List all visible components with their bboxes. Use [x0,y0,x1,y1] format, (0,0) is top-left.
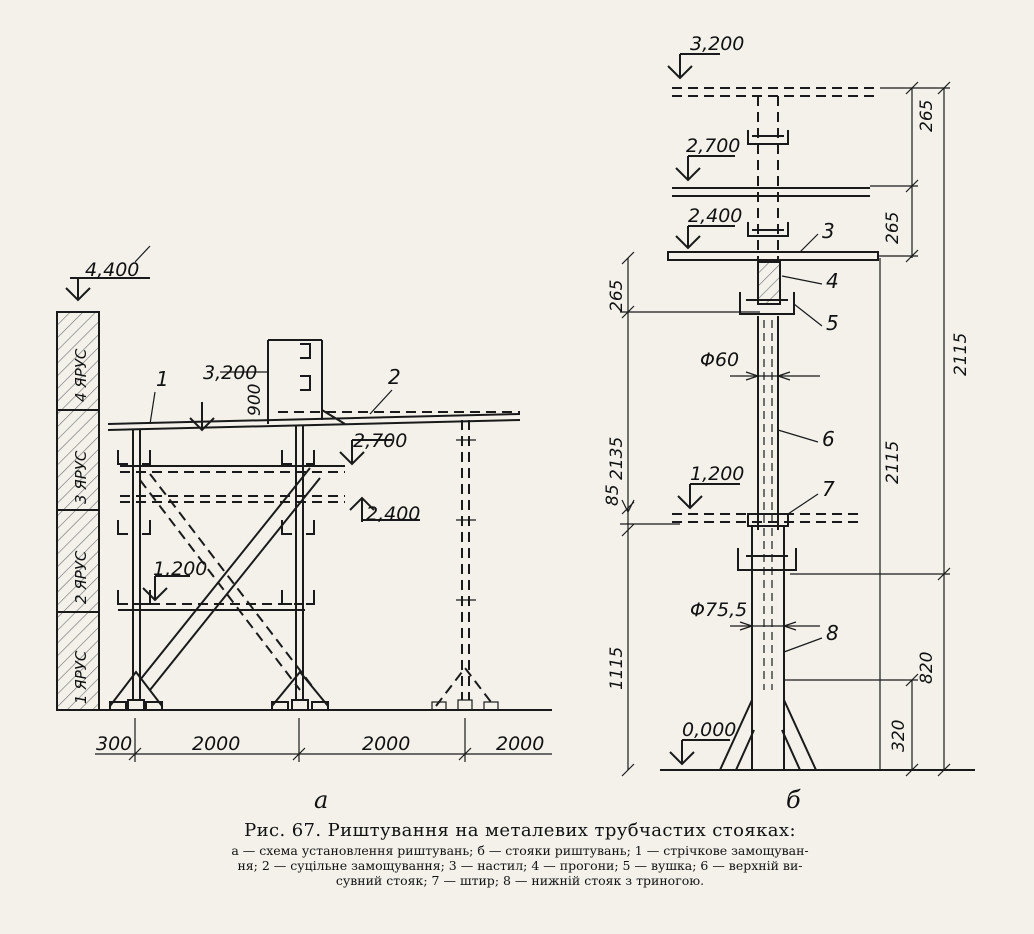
dim-2135: 2135 [607,437,627,480]
level-1200-a: 1,200 [153,558,207,580]
rail-height: 900 [245,384,265,416]
callout-1: 1 [156,367,169,391]
post-2 [271,425,329,711]
figure-label-a: а [314,786,328,814]
caption-legend-line: а — схема установлення риштувань; б — ст… [231,843,809,858]
callout-4: 4 [826,269,839,293]
level-3200-a: 3,200 [203,362,257,384]
level-3200-b: 3,200 [690,33,744,55]
scheme-b [620,53,975,777]
dim-320: 320 [889,720,909,752]
level-2700-a: 2,700 [353,430,407,452]
purlin [757,261,781,305]
caption-legend-line: сувний стояк; 7 — штир; 8 — нижній стояк… [335,873,705,888]
spacing-2000-1: 2000 [192,733,240,755]
dim-85: 85 [603,484,623,506]
deck-board [667,251,879,261]
figure-label-b: б [786,786,801,814]
level-4400: 4,400 [85,259,139,281]
tier-3: 3 ЯРУС [72,450,90,504]
tier-2: 2 ЯРУС [72,550,90,604]
post-3-dashed [431,420,499,711]
callout-3: 3 [822,219,835,243]
caption-legend-line: ня; 2 — суцільне замощування; 3 — настил… [237,858,803,873]
spacing-2000-2: 2000 [362,733,410,755]
dim-1115: 1115 [607,647,627,690]
dim-265-r2: 265 [883,212,903,244]
dim-2115-inner: 2115 [883,441,903,484]
dim-265-left: 265 [607,280,627,312]
spacing-300: 300 [96,733,132,755]
level-2400-b: 2,400 [688,205,742,227]
callout-5: 5 [826,311,839,335]
tier-1: 1 ЯРУС [72,650,90,704]
dim-265-r1: 265 [917,100,937,132]
callout-7: 7 [822,477,835,501]
dim-2115-outer: 2115 [951,333,971,376]
level-0000: 0,000 [682,719,736,741]
spacing-2000-3: 2000 [496,733,544,755]
caption-title: Рис. 67. Риштування на металевих трубчас… [244,820,796,841]
tier-4: 4 ЯРУС [72,348,90,402]
level-2400-a: 2,400 [366,503,420,525]
caption-legend: а — схема установлення риштувань; б — ст… [150,843,890,888]
callout-2: 2 [388,365,401,389]
level-2700-b: 2,700 [686,135,740,157]
diameter-60: Φ60 [700,349,739,371]
figure-caption: Рис. 67. Риштування на металевих трубчас… [150,820,890,889]
callout-8: 8 [826,621,839,645]
dim-820: 820 [917,652,937,684]
diameter-75: Φ75,5 [690,599,747,621]
scheme-a [56,245,552,762]
scaffold-drawings: 4,400 3,200 2,700 2,400 1,200 900 1 2 4 … [56,33,975,814]
callout-6: 6 [822,427,835,451]
level-1200-b: 1,200 [690,463,744,485]
post-1 [109,430,163,711]
deck-1 [107,413,521,425]
